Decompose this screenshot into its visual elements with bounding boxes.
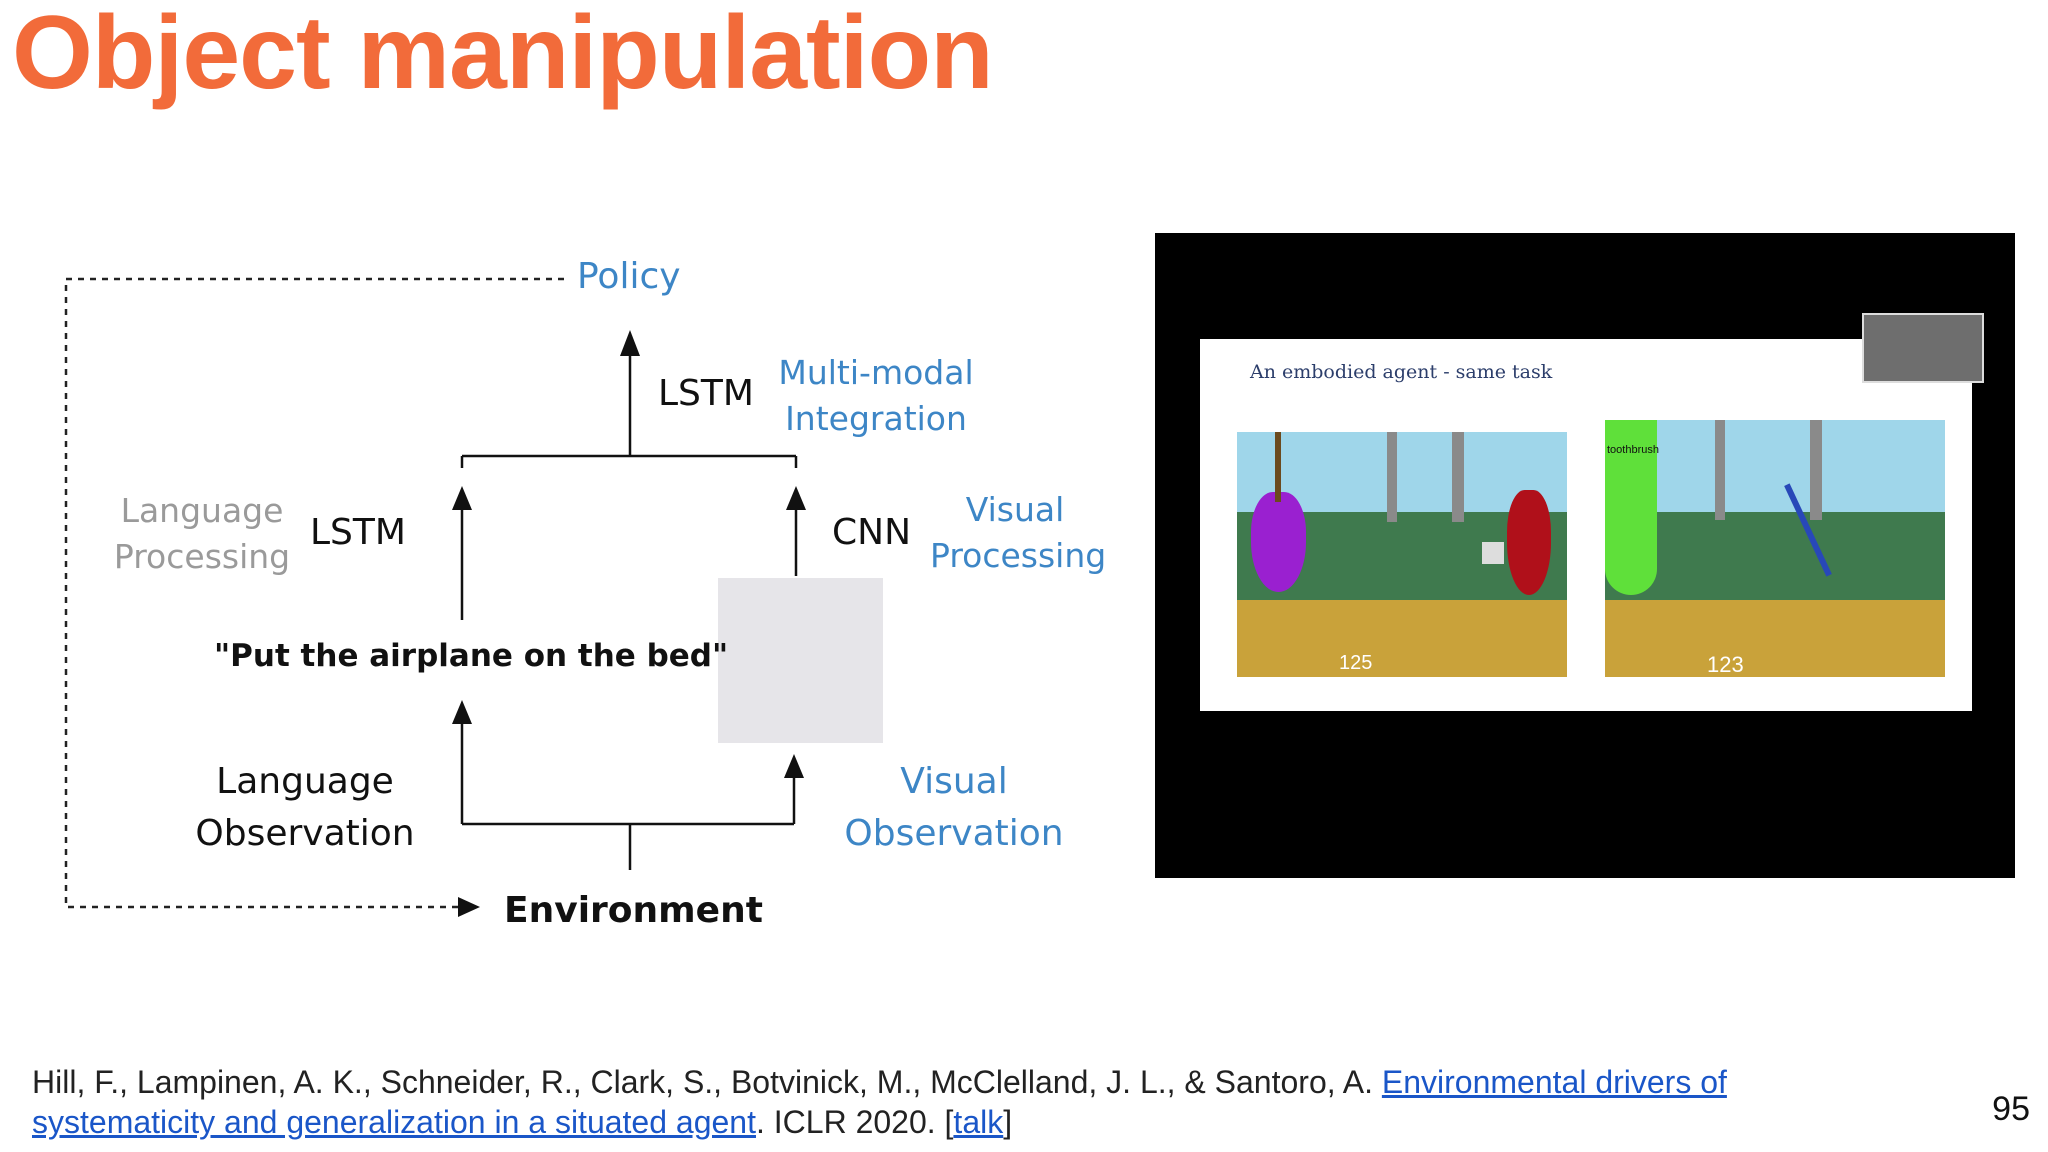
purple-guitar xyxy=(1251,492,1306,592)
multimodal-integration-label: Multi-modal Integration xyxy=(778,353,974,438)
citation: Hill, F., Lampinen, A. K., Schneider, R.… xyxy=(32,1062,1892,1142)
environment-label: Environment xyxy=(504,890,763,931)
scene-1-floor xyxy=(1237,600,1567,677)
scene-1-pillar xyxy=(1387,432,1397,522)
lstm-top-label: LSTM xyxy=(658,373,754,414)
slide-title: Object manipulation xyxy=(12,0,994,111)
scene-2-wall xyxy=(1605,512,1945,602)
visual-observation-image xyxy=(718,578,883,743)
instruction-text: "Put the airplane on the bed" xyxy=(214,638,729,674)
citation-venue: . ICLR 2020. [ xyxy=(755,1104,954,1140)
arrow-to-lstm-left xyxy=(452,486,472,510)
visual-observation-label: Visual Observation xyxy=(844,761,1064,854)
scene-2-pillar xyxy=(1810,420,1822,520)
inner-slide-title: An embodied agent - same task xyxy=(1250,361,1553,383)
talk-link[interactable]: talk xyxy=(953,1104,1004,1140)
arrow-to-instruction xyxy=(452,700,472,724)
policy-label: Policy xyxy=(577,256,681,297)
visual-processing-label: Visual Processing xyxy=(930,490,1107,575)
language-observation-label: Language Observation xyxy=(195,761,415,854)
paper-link[interactable]: Environmental drivers of systematicity a… xyxy=(32,1064,1727,1140)
scene-2-pillar xyxy=(1715,420,1725,520)
arrow-to-visual-obs xyxy=(784,754,804,778)
speaker-webcam-thumbnail xyxy=(1862,313,1984,383)
scene-1-score: 125 xyxy=(1339,652,1373,674)
arrow-to-cnn xyxy=(786,486,806,510)
scene-2-score: 123 xyxy=(1707,652,1744,677)
citation-authors: Hill, F., Lampinen, A. K., Schneider, R.… xyxy=(32,1064,1382,1100)
scene-2-object-label: toothbrush xyxy=(1607,444,1659,456)
arrow-to-policy xyxy=(620,330,640,356)
green-cylinder xyxy=(1605,420,1657,595)
page-number: 95 xyxy=(1992,1090,2030,1128)
inner-slide: An embodied agent - same task 125 toothb… xyxy=(1200,339,1972,711)
feedback-loop-line xyxy=(64,277,564,909)
scene-1: 125 xyxy=(1237,432,1567,677)
feedback-arrowhead xyxy=(458,897,480,917)
cnn-label: CNN xyxy=(832,512,911,553)
scene-2-floor xyxy=(1605,600,1945,677)
red-guitar xyxy=(1507,490,1551,595)
scene-1-pillar xyxy=(1452,432,1464,522)
citation-close: ] xyxy=(1003,1104,1013,1140)
language-processing-label: Language Processing xyxy=(113,491,291,576)
scene-2: toothbrush 123 xyxy=(1605,420,1945,677)
guitar-neck xyxy=(1275,432,1281,502)
white-block xyxy=(1482,542,1504,564)
lstm-left-label: LSTM xyxy=(310,512,406,553)
